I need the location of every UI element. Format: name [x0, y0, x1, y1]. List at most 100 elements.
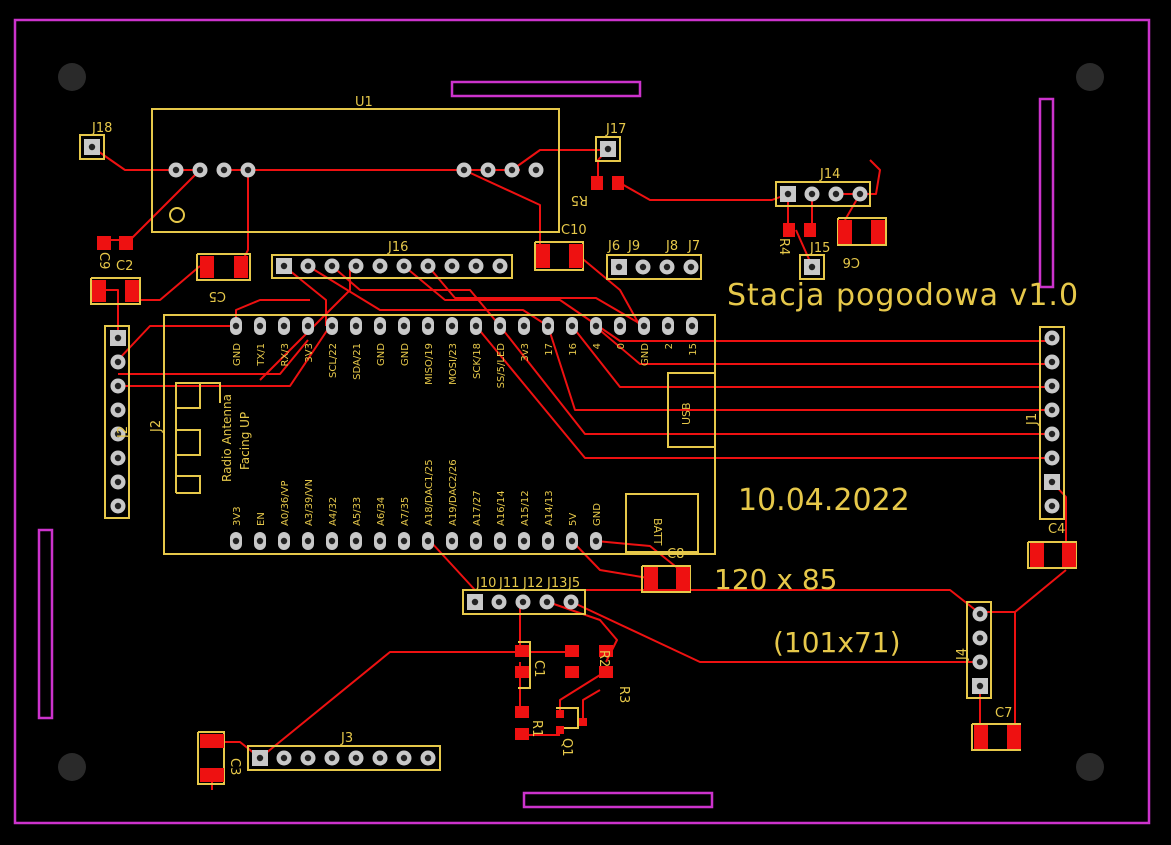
esp-bottom-pin-label: GND: [592, 503, 603, 526]
r4-pad: [783, 223, 795, 237]
header-pin: [230, 317, 242, 335]
header-pin: [300, 258, 316, 274]
c9-pad: [97, 236, 111, 250]
header-pin: [1044, 402, 1060, 418]
batt-outline: [625, 493, 699, 553]
j10-j5-outline: [462, 589, 586, 615]
c2-pad: [125, 280, 139, 302]
j18-outline: [79, 134, 105, 160]
board-edges: [13, 18, 1151, 825]
ref-j10: J10: [475, 576, 496, 591]
header-pin: [566, 317, 578, 335]
q1-pad: [556, 726, 564, 734]
header-pin: [348, 258, 364, 274]
c6-pad: [871, 220, 885, 244]
header-pin: [563, 594, 579, 610]
board-date: 10.04.2022: [738, 483, 910, 518]
header-pin: [494, 532, 506, 550]
antenna-outline: [176, 382, 221, 403]
ref-r5: R5: [571, 192, 588, 207]
header-pin: [192, 162, 208, 178]
header-pin: [491, 594, 507, 610]
header-pin: [84, 139, 100, 155]
header-pin: [686, 317, 698, 335]
esp-top-pin-label: 2: [664, 343, 675, 349]
c7-pad: [1007, 725, 1021, 749]
esp-top-pin-label: SCL/22: [328, 343, 339, 378]
esp-bottom-pin-label: A15/12: [520, 490, 531, 526]
header-pin: [278, 532, 290, 550]
c7-outline: [971, 723, 1021, 751]
r5-pad: [591, 176, 603, 190]
ref-j15: J15: [809, 241, 830, 256]
ref-j9: J9: [627, 239, 640, 254]
header-pin: [611, 259, 627, 275]
esp-top-pin-label: RX/3: [280, 343, 291, 367]
header-pin: [492, 258, 508, 274]
header-pin: [374, 532, 386, 550]
header-pin: [252, 750, 268, 766]
header-pin: [614, 317, 626, 335]
header-pin: [110, 330, 126, 346]
trace: [571, 601, 978, 663]
ref-q1: Q1: [559, 738, 574, 757]
ref-c5: C5: [209, 288, 226, 303]
ref-j2-a: J2: [116, 426, 131, 439]
trace: [403, 265, 690, 342]
c9-pad: [119, 236, 133, 250]
header-pin: [480, 162, 496, 178]
header-pin: [1044, 330, 1060, 346]
header-pin: [372, 258, 388, 274]
ref-j12: J12: [522, 576, 543, 591]
r1-pad: [515, 728, 529, 740]
mounting-hole: [1076, 753, 1104, 781]
c4-outline: [1027, 541, 1077, 569]
ref-j1: J1: [1025, 413, 1040, 426]
header-pin: [494, 317, 506, 335]
board-title: Stacja pogodowa v1.0: [727, 278, 1079, 313]
c4-pad: [1062, 543, 1076, 567]
esp-bottom-pin-label: A0/36/VP: [280, 480, 291, 526]
header-pin: [302, 532, 314, 550]
ref-r4: R4: [776, 238, 791, 255]
header-pin: [350, 317, 362, 335]
c3-pad: [200, 768, 224, 782]
ref-j3: J3: [340, 731, 353, 746]
batt-label: BATT: [651, 518, 664, 546]
header-pin: [972, 606, 988, 622]
r4-pad: [804, 223, 816, 237]
c1-pad: [515, 666, 529, 678]
esp-bottom-pin-label: A7/35: [400, 497, 411, 526]
c2-outline: [90, 277, 141, 305]
ref-j18: J18: [91, 121, 112, 136]
header-pin: [396, 258, 412, 274]
ref-j14: J14: [819, 167, 840, 182]
header-pin: [420, 750, 436, 766]
esp-top-pin-label: GND: [376, 343, 387, 366]
esp-top-pin-label: 15: [688, 343, 699, 356]
ref-r2: R2: [596, 650, 611, 667]
esp-top-pin-label: 4: [592, 343, 603, 349]
esp-bottom-pin-label: A17/27: [472, 490, 483, 526]
esp-top-pin-label: GND: [232, 343, 243, 366]
header-pin: [467, 594, 483, 610]
header-pin: [539, 594, 555, 610]
esp-top-pin-label: SDA/21: [352, 343, 363, 380]
esp-top-pin-label: 0: [616, 343, 627, 349]
trace: [259, 651, 520, 759]
ref-c7: C7: [995, 706, 1012, 721]
header-pin: [1044, 426, 1060, 442]
ref-j13: J13: [546, 576, 567, 591]
esp-bottom-pin-label: A19/DAC2/26: [448, 459, 459, 526]
header-pin: [254, 317, 266, 335]
header-pin: [110, 426, 126, 442]
header-pin: [348, 750, 364, 766]
header-pin: [683, 259, 699, 275]
header-pin: [372, 750, 388, 766]
header-pin: [276, 750, 292, 766]
header-pin: [110, 474, 126, 490]
esp-bottom-pin-label: A4/32: [328, 497, 339, 526]
ref-j11: J11: [498, 576, 519, 591]
